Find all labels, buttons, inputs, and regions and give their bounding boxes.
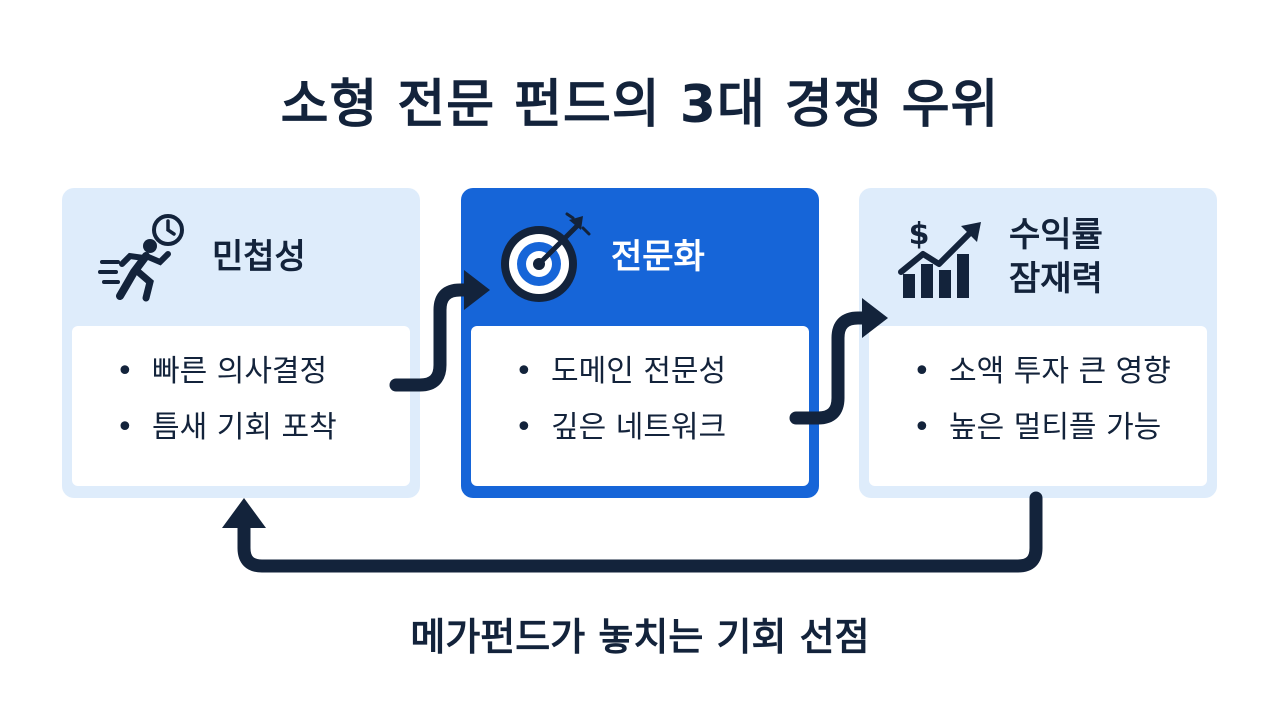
arrowhead [222,498,266,528]
card-header: 전문화 [461,188,819,326]
page-title: 소형 전문 펀드의 3대 경쟁 우위 [280,75,1000,135]
card-body: •도메인 전문성 •깊은 네트워크 [471,326,809,486]
arrow-agility-to-specialization [389,283,473,392]
list-item: •높은 멀티플 가능 [913,410,1162,445]
list-item: •빠른 의사결정 [116,354,328,389]
card-header: $ 수익률 잠재력 [859,188,1217,326]
list-item: •틈새 기회 포착 [116,410,337,445]
target-arrow-icon [501,212,591,302]
footer-caption: 메가펀드가 놓치는 기회 선점 [410,615,870,659]
arrowhead [862,298,888,338]
list-item: •깊은 네트워크 [515,410,727,445]
list-item: •도메인 전문성 [515,354,727,389]
card-header: 민첩성 [62,188,420,326]
card-agility: 민첩성 •빠른 의사결정 •틈새 기회 포착 [62,188,420,498]
card-body: •소액 투자 큰 영향 •높은 멀티플 가능 [869,326,1207,486]
growth-chart-dollar-icon: $ [898,217,981,298]
arrowhead [464,270,490,310]
card-return-potential: $ 수익률 잠재력 •소액 투자 큰 영향 •높은 멀티플 가능 [859,188,1217,498]
card-title: 전문화 [611,236,705,277]
running-person-clock-icon [98,214,184,302]
card-specialization: 전문화 •도메인 전문성 •깊은 네트워크 [461,188,819,498]
card-title: 수익률 잠재력 [1009,214,1103,299]
list-item: •소액 투자 큰 영향 [913,354,1171,389]
svg-text:$: $ [909,217,930,252]
card-body: •빠른 의사결정 •틈새 기회 포착 [72,326,410,486]
arrow-return-to-agility [237,491,1043,573]
card-title: 민첩성 [212,236,306,277]
arrow-specialization-to-return [789,311,873,425]
